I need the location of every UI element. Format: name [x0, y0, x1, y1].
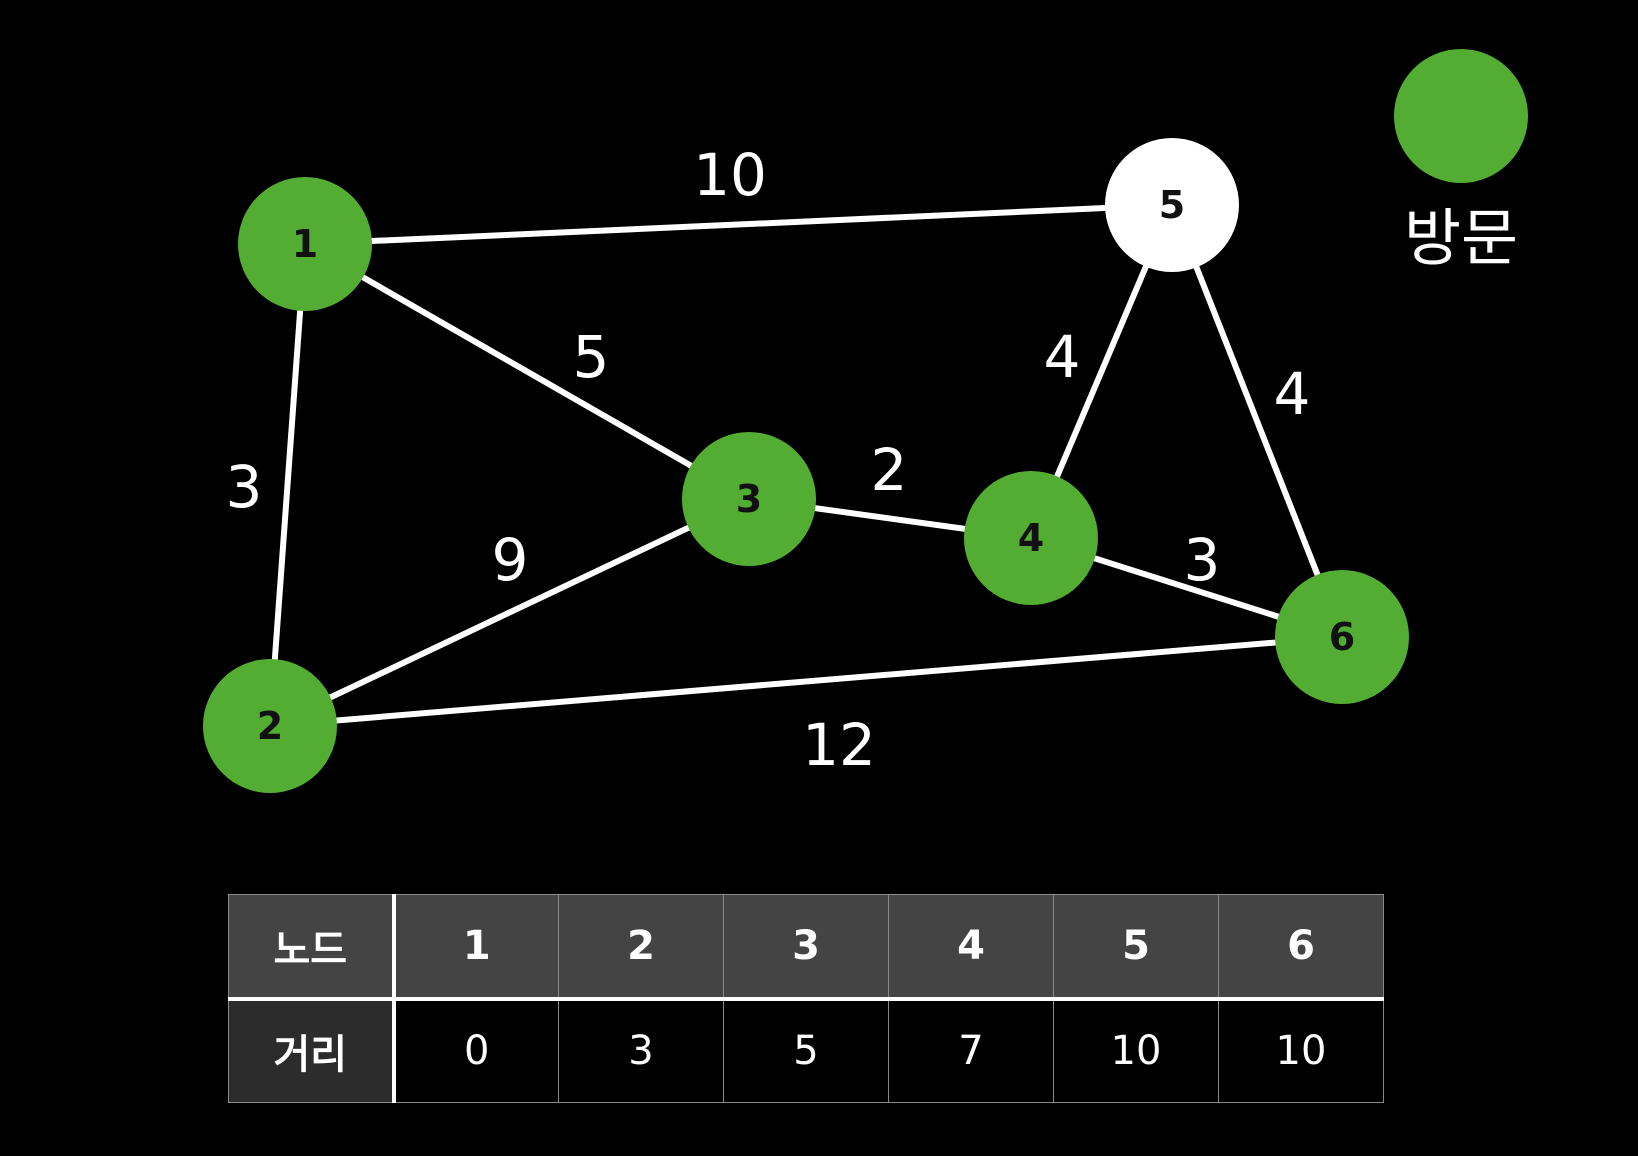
node-label: 4: [1018, 516, 1044, 560]
table-cell-node: 6: [1218, 894, 1384, 1001]
table-cell-node: 4: [888, 894, 1054, 1001]
table-cell-node: 2: [558, 894, 724, 1001]
edge-weight-5-6: 4: [1274, 360, 1311, 428]
node-3: 3: [682, 432, 816, 566]
table-header-distance: 거리: [228, 998, 396, 1103]
node-circle-visited: [964, 471, 1098, 605]
edge-weight-4-6: 3: [1184, 526, 1221, 594]
legend: 방문: [1394, 49, 1528, 275]
edge-weight-1-3: 5: [573, 323, 610, 391]
node-label: 6: [1329, 615, 1355, 659]
distance-table: 노드 1 2 3 4 5 6 거리 0 3 5 7 10 10: [228, 894, 1384, 1103]
node-label: 2: [257, 704, 283, 748]
node-label: 1: [292, 222, 318, 266]
node-circle-visited: [682, 432, 816, 566]
edge-weight-4-5: 4: [1044, 323, 1081, 391]
node-6: 6: [1275, 570, 1409, 704]
edge-1-5: [304, 202, 1173, 247]
legend-label: 방문: [1404, 202, 1518, 275]
node-circle-visited: [1275, 570, 1409, 704]
edge-2-6: [269, 634, 1343, 729]
node-circle-visited: [203, 659, 337, 793]
edge-weight-3-4: 2: [871, 436, 908, 504]
node-circle-visited: [238, 177, 372, 311]
table-header-node: 노드: [228, 894, 396, 1001]
edge-1-3: [303, 241, 751, 502]
edge-weight-2-6: 12: [802, 711, 876, 779]
edge-5-6: [1169, 203, 1345, 639]
node-circle-unvisited: [1105, 138, 1239, 272]
edge-1-2: [267, 243, 308, 727]
table-cell-node: 5: [1053, 894, 1219, 1001]
node-5: 5: [1105, 138, 1239, 272]
table-cell-distance: 7: [888, 998, 1054, 1103]
table-row-node: 노드 1 2 3 4 5 6: [228, 894, 1384, 1001]
table-cell-distance: 0: [393, 998, 559, 1103]
legend-visited-swatch: [1394, 49, 1528, 183]
edge-weight-1-5: 10: [693, 141, 767, 209]
table-cell-distance: 10: [1218, 998, 1384, 1103]
edge-weight-1-2: 3: [226, 453, 263, 521]
node-1: 1: [238, 177, 372, 311]
table-cell-distance: 5: [723, 998, 889, 1103]
node-label: 5: [1159, 183, 1185, 227]
table-cell-node: 3: [723, 894, 889, 1001]
table-row-distance: 거리 0 3 5 7 10 10: [228, 998, 1384, 1103]
table-cell-node: 1: [393, 894, 559, 1001]
edge-weight-2-3: 9: [492, 526, 529, 594]
node-label: 3: [736, 477, 762, 521]
table-cell-distance: 3: [558, 998, 724, 1103]
table-cell-distance: 10: [1053, 998, 1219, 1103]
node-2: 2: [203, 659, 337, 793]
edge-2-3: [268, 496, 751, 729]
node-4: 4: [964, 471, 1098, 605]
